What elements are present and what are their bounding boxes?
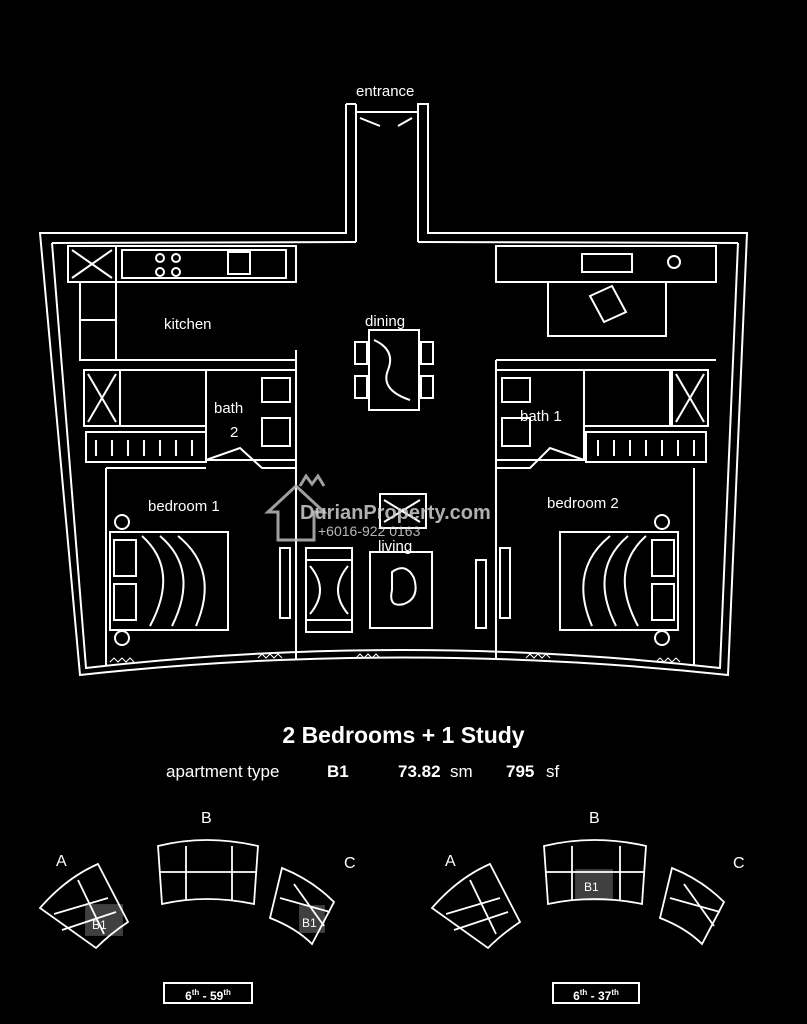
bath-2-number: 2 <box>230 424 239 441</box>
unit-title: 2 Bedrooms + 1 Study <box>282 722 525 748</box>
key-plan-right-wing-b: B <box>589 810 600 827</box>
bath-1-fixtures <box>495 245 717 469</box>
key-plan-left-floor-range: 6th - 59th <box>163 982 253 1004</box>
dining-table <box>354 329 434 411</box>
entrance-label: entrance <box>356 83 415 100</box>
key-plan-left-wing-b: B <box>201 810 212 827</box>
key-plan-left-unit-b1: B1 <box>92 918 107 932</box>
key-plan-right-wing-a: A <box>445 853 456 870</box>
bedroom-1-bed <box>109 514 291 646</box>
dining-label: dining <box>365 313 406 330</box>
apartment-type-label: apartment type <box>166 762 280 781</box>
area-sm-value: 73.82 <box>398 762 441 781</box>
area-sf-unit: sf <box>546 762 560 781</box>
kitchen-fixtures <box>67 245 297 361</box>
bath-2-fixtures <box>83 369 297 469</box>
area-sm-unit: sm <box>450 762 473 781</box>
key-plan-left <box>38 839 336 950</box>
bedroom-1-label: bedroom 1 <box>148 498 220 515</box>
key-plan-right-floor-range: 6th - 37th <box>552 982 640 1004</box>
bath-1-label: bath 1 <box>520 408 562 425</box>
living-label: living <box>378 538 413 555</box>
bedroom-2-bed <box>475 514 679 646</box>
bedroom-walls <box>105 360 695 666</box>
outer-walls <box>38 103 749 677</box>
area-sf-value: 795 <box>506 762 535 781</box>
key-plan-left-wing-a: A <box>56 853 67 870</box>
bedroom-2-label: bedroom 2 <box>547 495 619 512</box>
window-marks <box>109 653 681 663</box>
apartment-type-code: B1 <box>327 762 349 781</box>
watermark-house-icon <box>264 473 328 542</box>
key-plan-right <box>430 839 726 950</box>
watermark-site: DurianProperty.com <box>300 502 491 524</box>
living-furniture <box>305 493 433 633</box>
key-plan-right-unit-b1: B1 <box>584 880 599 894</box>
key-plan-left-wing-c: C <box>344 855 356 872</box>
kitchen-label: kitchen <box>164 316 212 333</box>
bath-2-label: bath <box>214 400 244 417</box>
watermark-phone: +6016-922 0163 <box>318 523 421 539</box>
key-plan-left-unit-b1-c: B1 <box>302 916 317 930</box>
key-plan-right-wing-c: C <box>733 855 745 872</box>
